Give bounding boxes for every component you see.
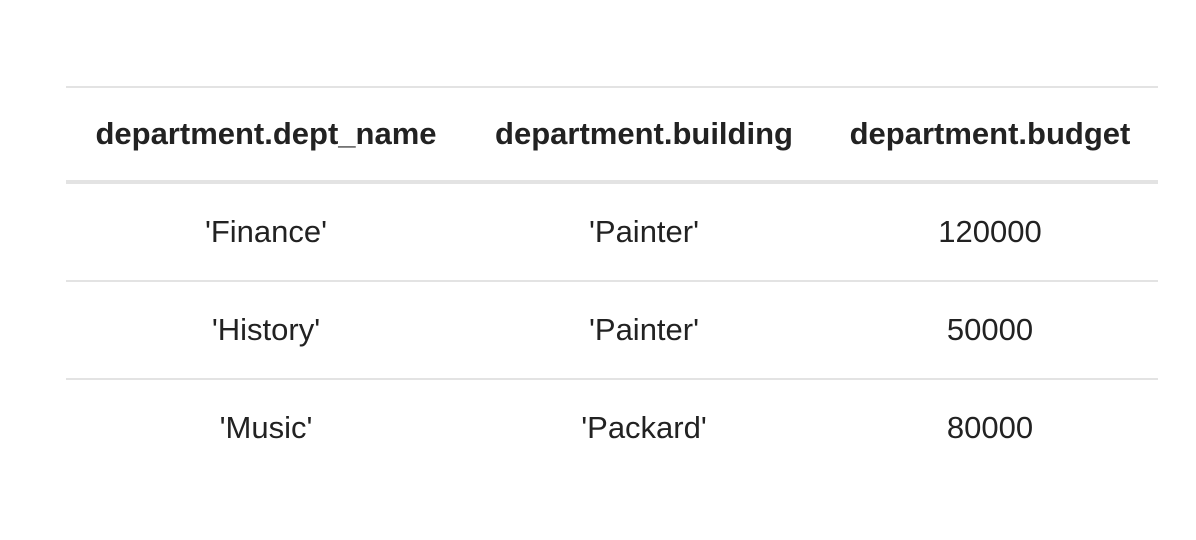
table-body: 'Finance' 'Painter' 120000 'History' 'Pa…	[66, 182, 1158, 476]
cell-building: 'Painter'	[588, 214, 700, 249]
column-header-building: department.building	[495, 116, 793, 151]
cell-dept-name: 'Finance'	[204, 214, 328, 249]
column-header-dept-name: department.dept_name	[95, 116, 437, 151]
cell-budget: 120000	[938, 214, 1042, 249]
cell-dept-name: 'History'	[211, 312, 321, 347]
column-header-budget: department.budget	[849, 116, 1131, 151]
cell-dept-name: 'Music'	[219, 410, 313, 445]
table-row: 'Finance' 'Painter' 120000	[66, 182, 1158, 281]
cell-budget: 80000	[946, 410, 1034, 445]
cell-budget: 50000	[946, 312, 1034, 347]
results-table: department.dept_name department.building…	[66, 86, 1158, 476]
table-header: department.dept_name department.building…	[66, 87, 1158, 182]
cell-building: 'Painter'	[588, 312, 700, 347]
header-row: department.dept_name department.building…	[66, 87, 1158, 182]
results-table-container: department.dept_name department.building…	[66, 86, 1158, 476]
table-row: 'History' 'Painter' 50000	[66, 281, 1158, 379]
table-row: 'Music' 'Packard' 80000	[66, 379, 1158, 476]
cell-building: 'Packard'	[581, 410, 707, 445]
